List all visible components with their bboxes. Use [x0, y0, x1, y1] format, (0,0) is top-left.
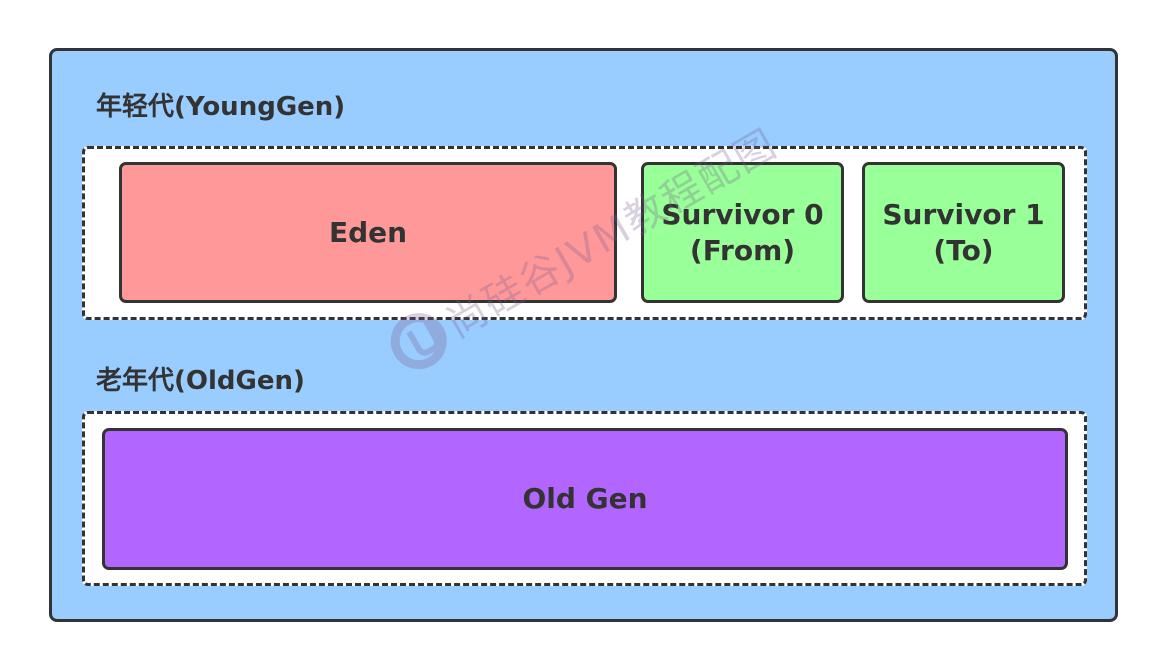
eden-label: Eden — [328, 215, 408, 249]
eden-box: Eden — [119, 162, 617, 303]
survivor0-box: Survivor 0 (From) — [641, 162, 844, 303]
old-gen-title: 老年代(OldGen) — [96, 366, 305, 396]
survivor1-box: Survivor 1 (To) — [862, 162, 1065, 303]
old-gen-box: Old Gen — [102, 428, 1068, 570]
survivor1-label: Survivor 1 — [882, 197, 1045, 231]
old-gen-label: Old Gen — [522, 482, 648, 515]
survivor0-label: Survivor 0 — [661, 197, 824, 231]
survivor1-sublabel: (To) — [933, 233, 994, 267]
young-gen-title: 年轻代(YoungGen) — [96, 92, 346, 122]
survivor0-sublabel: (From) — [689, 233, 796, 267]
